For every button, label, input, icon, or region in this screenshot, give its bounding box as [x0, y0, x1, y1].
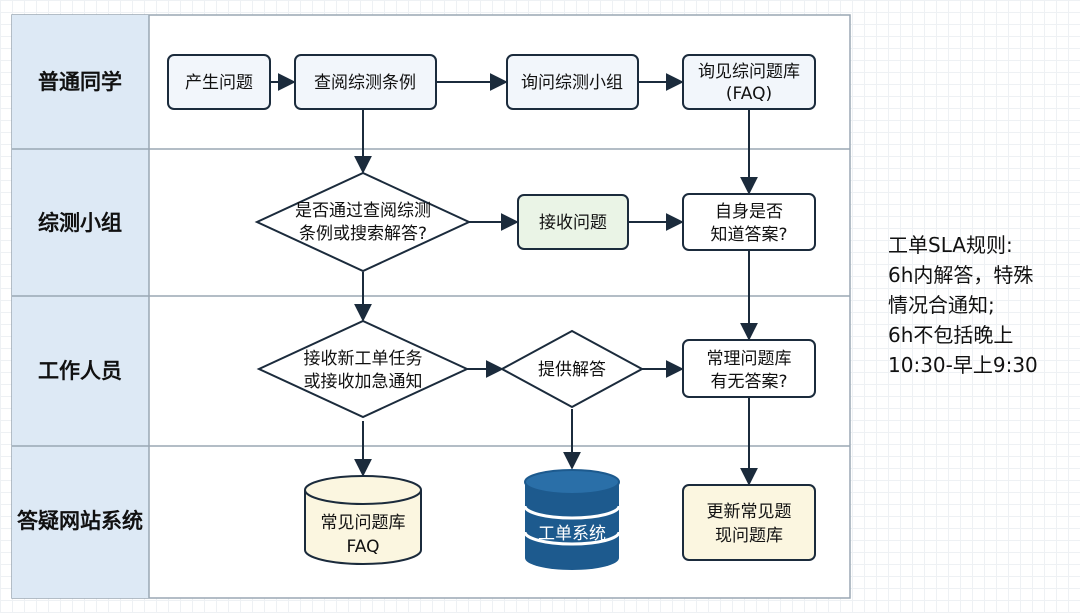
- node-update-library: 更新常见题 现问题库: [682, 484, 816, 561]
- svg-text:自身是否: 自身是否: [715, 202, 783, 222]
- svg-text:询见综问题库: 询见综问题库: [698, 62, 800, 82]
- svg-text:是否通过查阅综测: 是否通过查阅综测: [295, 201, 431, 221]
- svg-text:知道答案?: 知道答案?: [710, 225, 787, 245]
- node-self-know-answer: 自身是否 知道答案?: [682, 193, 816, 251]
- lane-label-staff: 工作人员: [38, 359, 122, 383]
- svg-text:询问综测小组: 询问综测小组: [521, 73, 623, 93]
- svg-text:更新常见题: 更新常见题: [707, 502, 792, 522]
- node-receive-question: 接收问题: [517, 194, 629, 250]
- sla-line: 6h不包括晚上: [888, 323, 1014, 347]
- sla-rules-note: 工单SLA规则: 6h内解答，特殊 情况合通知; 6h不包括晚上 10:30-早…: [888, 230, 1073, 380]
- lane-label-qa-system: 答疑网站系统: [17, 509, 143, 533]
- svg-text:有无答案?: 有无答案?: [710, 372, 787, 392]
- svg-text:常理问题库: 常理问题库: [707, 349, 792, 369]
- sla-line: 10:30-早上9:30: [888, 353, 1038, 377]
- sla-line: 情况合通知;: [888, 293, 995, 317]
- cylinder-faq-database: 常见问题库 FAQ: [304, 475, 422, 565]
- connectors: [270, 73, 758, 486]
- node-produce-question: 产生问题: [167, 54, 271, 110]
- svg-text:查阅综测条例: 查阅综测条例: [314, 73, 416, 93]
- node-check-rules: 查阅综测条例: [294, 54, 437, 110]
- sla-line: 工单SLA规则:: [888, 233, 1013, 257]
- decision-new-ticket: 接收新工单任务 或接收加急通知: [256, 319, 470, 419]
- svg-text:FAQ: FAQ: [347, 537, 380, 557]
- svg-text:接收问题: 接收问题: [539, 213, 607, 233]
- node-faq-library: 询见综问题库 (FAQ): [682, 54, 816, 110]
- svg-text:(FAQ): (FAQ): [726, 84, 772, 104]
- svg-text:接收新工单任务: 接收新工单任务: [304, 349, 423, 369]
- svg-text:条例或搜索解答?: 条例或搜索解答?: [299, 224, 427, 244]
- decision-solved-by-rules: 是否通过查阅综测 条例或搜索解答?: [254, 171, 472, 273]
- svg-text:或接收加急通知: 或接收加急通知: [304, 372, 423, 392]
- node-ask-group: 询问综测小组: [506, 54, 639, 110]
- svg-text:工单系统: 工单系统: [538, 524, 606, 544]
- lane-label-assessment-group: 综测小组: [38, 211, 122, 235]
- decision-provide-answer: 提供解答: [499, 329, 645, 409]
- svg-text:产生问题: 产生问题: [185, 73, 253, 93]
- lane-header-column: [12, 15, 149, 598]
- svg-text:常见问题库: 常见问题库: [321, 513, 406, 533]
- node-common-library-check: 常理问题库 有无答案?: [682, 339, 816, 398]
- svg-text:提供解答: 提供解答: [538, 360, 606, 380]
- database-ticket-system: 工单系统: [523, 469, 621, 570]
- sla-line: 6h内解答，特殊: [888, 263, 1034, 287]
- svg-text:现问题库: 现问题库: [715, 526, 783, 546]
- lane-label-students: 普通同学: [38, 70, 122, 94]
